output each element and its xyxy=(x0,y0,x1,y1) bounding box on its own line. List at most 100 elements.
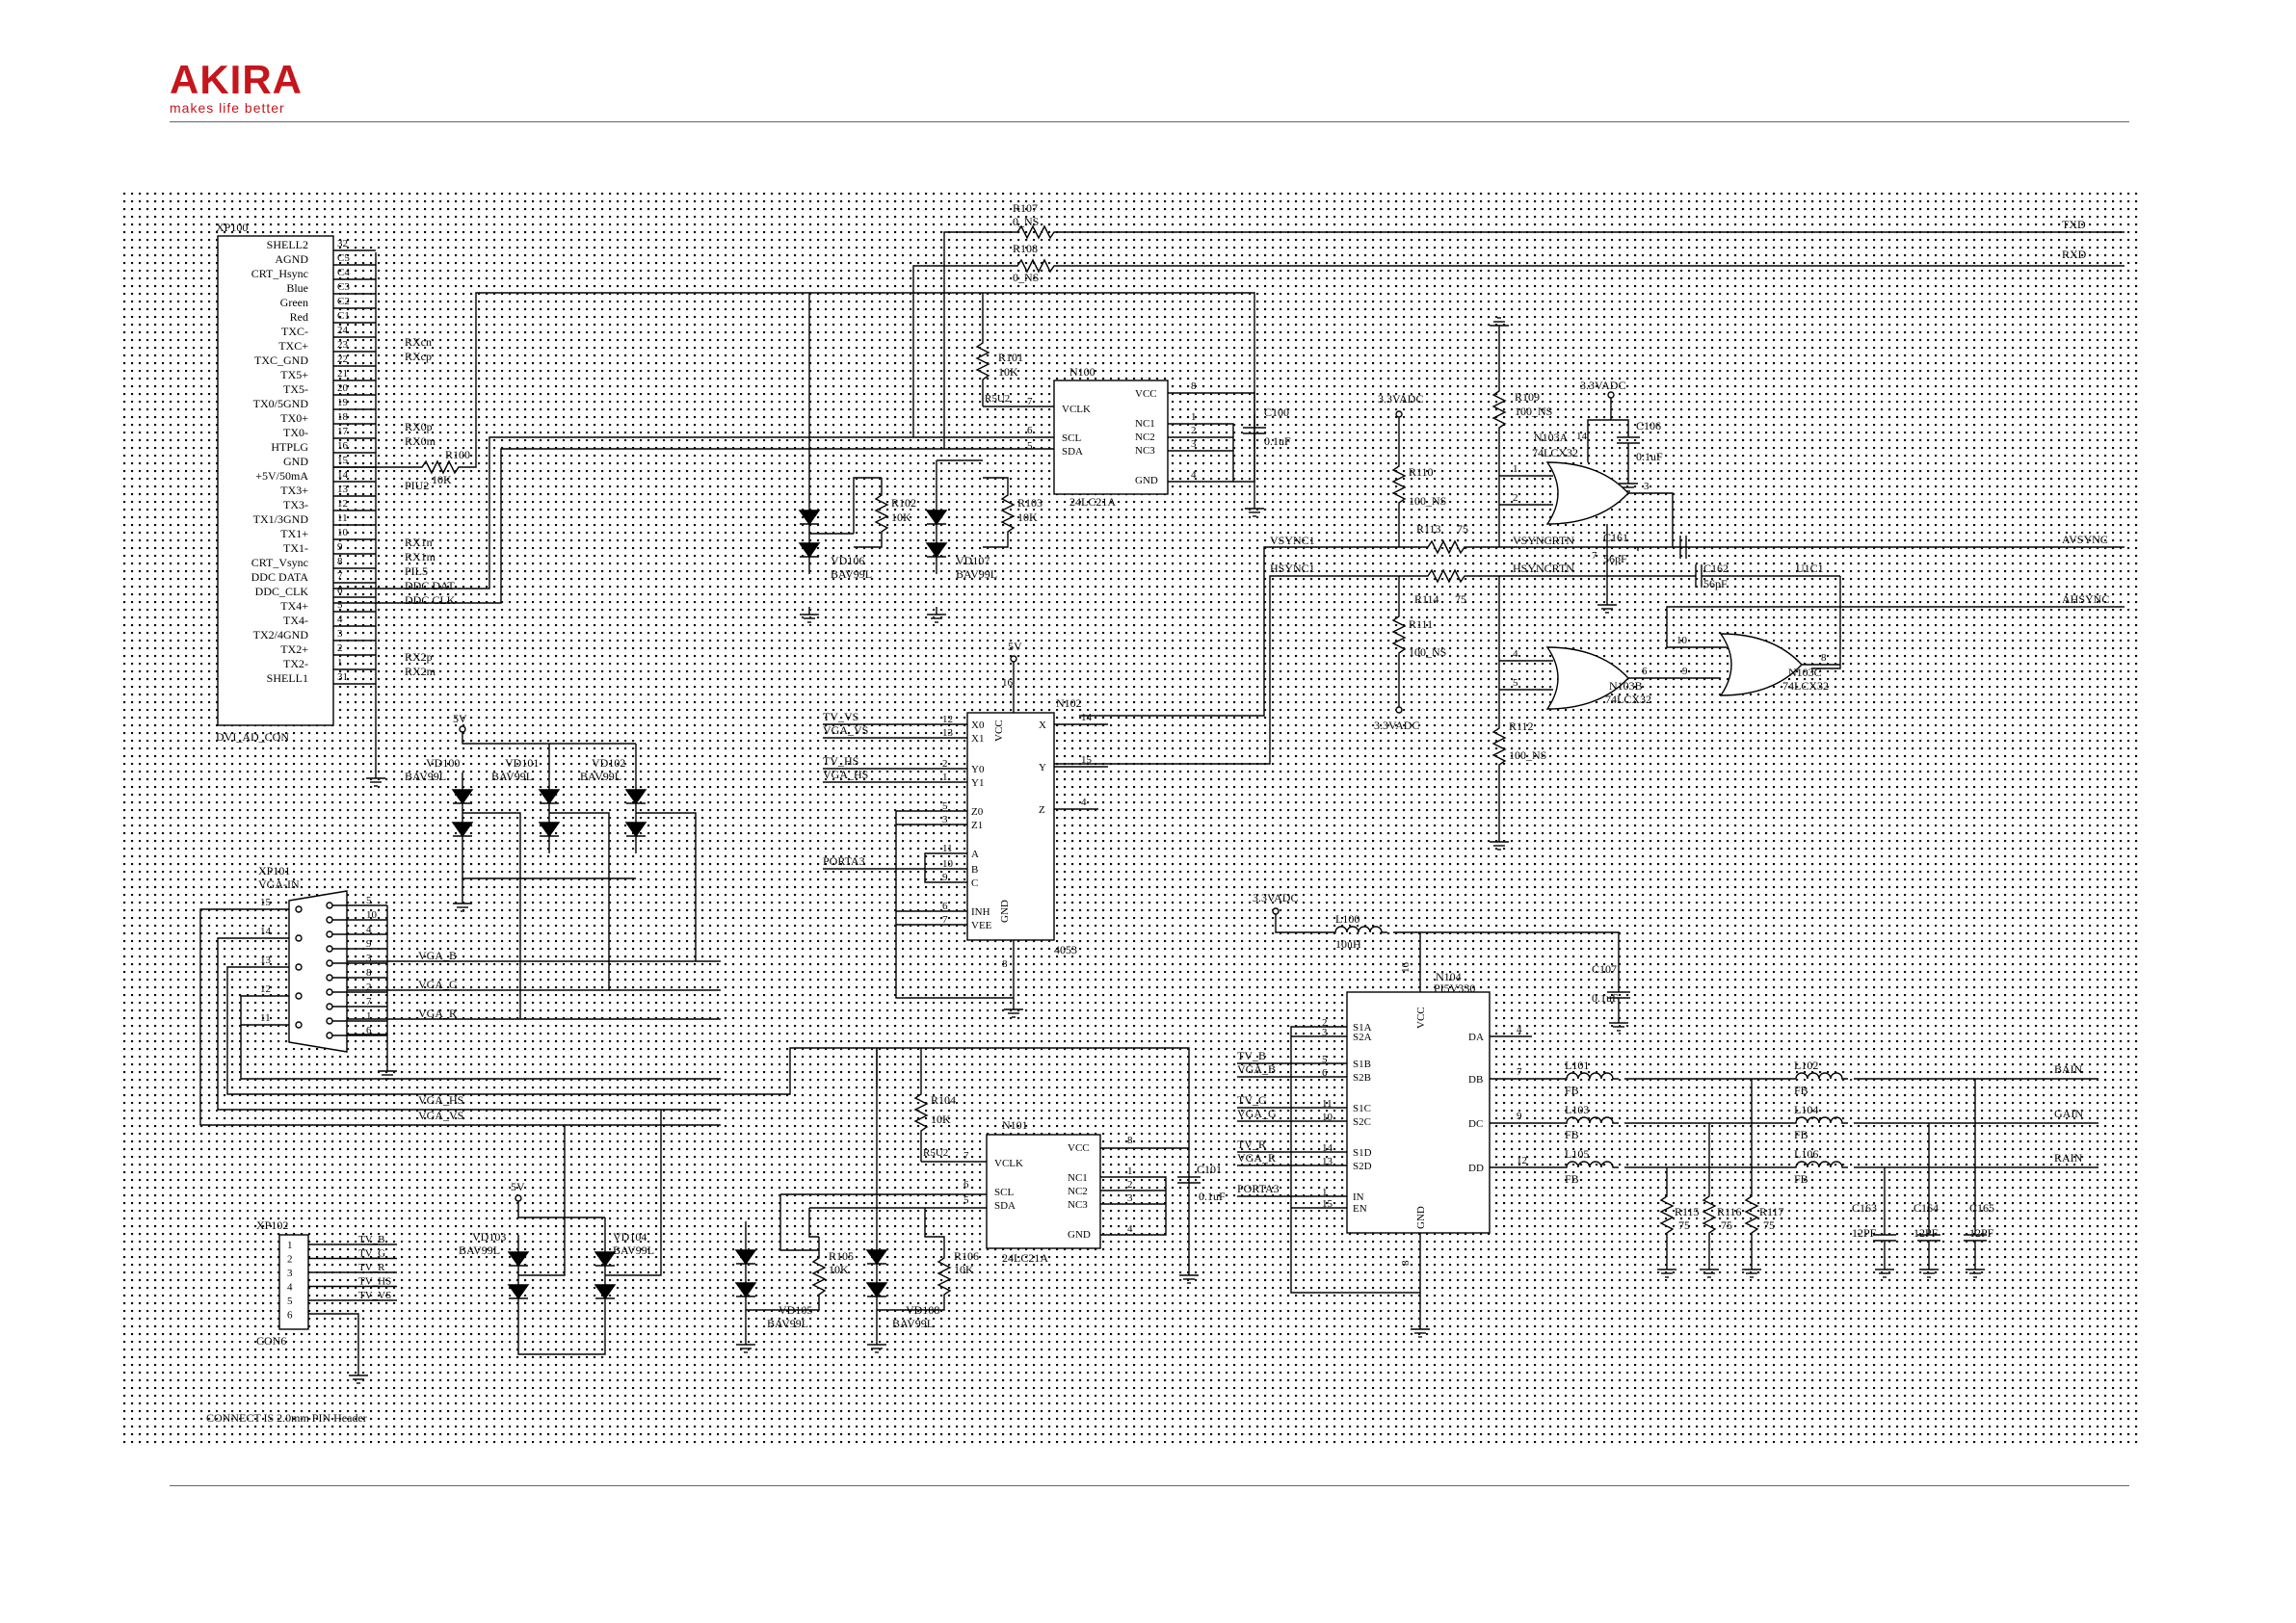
xp102-net-label: TV_B xyxy=(358,1234,385,1245)
r116-val: 75 xyxy=(1721,1218,1732,1232)
brand-tagline: makes life better xyxy=(170,100,285,116)
n104-pin-label: S1A xyxy=(1353,1022,1372,1034)
r114-ref: R114 xyxy=(1414,592,1439,606)
l102-val: FB xyxy=(1794,1084,1808,1097)
n103c-pin10: 10 xyxy=(1676,635,1688,646)
r103-ref: R103 xyxy=(1017,496,1042,510)
xp100-pin-label: DDC DATA xyxy=(251,570,309,584)
n102-pin-label: INH xyxy=(971,906,990,918)
vd108-part: BAV99L xyxy=(892,1317,934,1330)
net-avsync: AVSYNC xyxy=(2062,533,2108,546)
n104-in-tv-r: TV_R xyxy=(1237,1138,1266,1151)
n104-pin-number: 3 xyxy=(1322,1027,1328,1038)
r102-resistor: R102 10K xyxy=(854,478,916,548)
xp100-pin-label: AGND xyxy=(275,252,308,266)
r111-val: 100_NS xyxy=(1409,645,1446,659)
xp100-pin-number: 17 xyxy=(337,426,349,437)
n100-num-2: 2 xyxy=(1191,425,1197,436)
n101-num-5: 5 xyxy=(963,1194,969,1206)
xp100-pin-label: CRT_Hsync xyxy=(251,267,308,280)
n102-pin-label: A xyxy=(971,849,979,860)
n100-pin-nc1: NC1 xyxy=(1135,418,1155,430)
n104-pin-label: DA xyxy=(1468,1032,1484,1043)
xp102-pin-number: 3 xyxy=(287,1268,293,1279)
xp100-pin-number: 24 xyxy=(337,325,349,336)
r105-val: 10K xyxy=(829,1263,849,1276)
n100-num-3: 3 xyxy=(1191,438,1197,450)
n102-pin-label: C xyxy=(971,877,978,889)
n100-num-4: 4 xyxy=(1191,469,1197,481)
xp101-pin-dot xyxy=(326,959,333,967)
r111-supply-label: 3.3VADC xyxy=(1374,719,1419,732)
xp100-pin-number: 1 xyxy=(337,657,343,668)
n101-num-6: 6 xyxy=(963,1179,969,1191)
n104-pin-label: VCC xyxy=(1415,1007,1427,1029)
n103b-ref: N103B xyxy=(1609,679,1643,693)
n101-pin-nc3: NC3 xyxy=(1068,1199,1088,1211)
xp101-pin-dot xyxy=(295,992,303,1000)
n100-part: 24LC21A xyxy=(1069,495,1116,509)
n100-num-6: 6 xyxy=(1027,425,1033,436)
n101-pin-sda: SDA xyxy=(994,1200,1016,1212)
net-txd: TXD xyxy=(2062,218,2086,231)
xp100-pin-number: 32 xyxy=(337,238,348,249)
n104-ref: N104 xyxy=(1436,970,1462,983)
vd103-vd104-diodes: 5V VD103 BAV99L VD104 BAV99L xyxy=(459,1110,662,1355)
n104-pin-label: S2A xyxy=(1353,1032,1372,1043)
n103b-pin6: 6 xyxy=(1642,666,1648,677)
xp100-pin-number: 19 xyxy=(337,397,349,408)
xp100-pin-number: 20 xyxy=(337,382,349,394)
xp102-pin-number: 6 xyxy=(287,1310,293,1322)
xp101-pin-number: 1 xyxy=(366,1010,372,1022)
n102-in-tv-hs: TV_HS xyxy=(823,754,858,768)
xp101-pin-number: 9 xyxy=(366,938,372,950)
l105-val: FB xyxy=(1565,1172,1579,1186)
n102-pin-label: B xyxy=(971,864,978,876)
xp101-pin-dot xyxy=(295,934,303,942)
xp100-pin-label: TXC- xyxy=(281,325,308,338)
n101-num-3: 3 xyxy=(1127,1192,1133,1204)
l100-ref: L100 xyxy=(1335,912,1359,926)
r106-ref: R106 xyxy=(954,1249,979,1263)
vd105-vd108-diodes: VD105 BAV99L VD108 BAV99L R105 10K R106 … xyxy=(735,1048,979,1353)
xp100-pin-number: 23 xyxy=(337,339,349,351)
n104-pin-label: DC xyxy=(1468,1118,1483,1130)
c106-supply-label: 3.3VADC xyxy=(1580,379,1625,392)
c101-ref: C101 xyxy=(1197,1163,1222,1176)
r109-val: 100_NS xyxy=(1515,405,1552,418)
n104-in-porta3: PORTA3 xyxy=(1237,1182,1280,1195)
vd103-supply-label: 5V xyxy=(511,1180,525,1193)
xp101-pin-dot xyxy=(326,988,333,996)
n104-pin-label: S1C xyxy=(1353,1103,1371,1114)
net-vsyncrtn: VSYNCRTN xyxy=(1513,534,1574,547)
net-vga-hs: VGA_HS xyxy=(418,1093,463,1107)
n104-pin-label: S1D xyxy=(1353,1147,1372,1159)
n104-pin-label: S2D xyxy=(1353,1161,1372,1172)
xp101-pin-number: 7 xyxy=(366,996,372,1008)
n102-pin-label: Z0 xyxy=(971,806,984,818)
l106-ref: L106 xyxy=(1794,1147,1818,1161)
net-vga-b: VGA_B xyxy=(418,949,457,962)
n101-num-8: 8 xyxy=(1127,1135,1133,1146)
xp101-pin-dot xyxy=(326,1032,333,1039)
n100-num-1: 1 xyxy=(1191,411,1197,423)
r108-ref: R108 xyxy=(1013,242,1038,255)
n102-pin-number: 9 xyxy=(942,872,948,883)
xp100-pin-number: 15 xyxy=(337,455,349,466)
xp100-pin-label: HTPLG xyxy=(271,440,308,454)
xp100-pin-number: 3 xyxy=(337,628,343,640)
c163-ref: C163 xyxy=(1852,1201,1877,1215)
n104-pin-number: 5 xyxy=(1322,1054,1328,1065)
xp100-pin-number: C4 xyxy=(337,267,350,278)
n101-num-4: 4 xyxy=(1127,1223,1133,1235)
n102-pin-label: VEE xyxy=(971,920,992,931)
l104-val: FB xyxy=(1794,1128,1808,1141)
r107-val: 0_NS xyxy=(1013,215,1039,228)
n101-pin-nc2: NC2 xyxy=(1068,1186,1088,1197)
n101-pin-vcc: VCC xyxy=(1068,1142,1090,1154)
c107-val: 0.1uF xyxy=(1592,991,1619,1005)
r102-val: 10K xyxy=(891,510,911,524)
n102-supply-label: 5V xyxy=(1008,640,1022,653)
xp101-pin-number: 11 xyxy=(260,1012,271,1024)
n102-pin-number: 2 xyxy=(942,758,948,770)
